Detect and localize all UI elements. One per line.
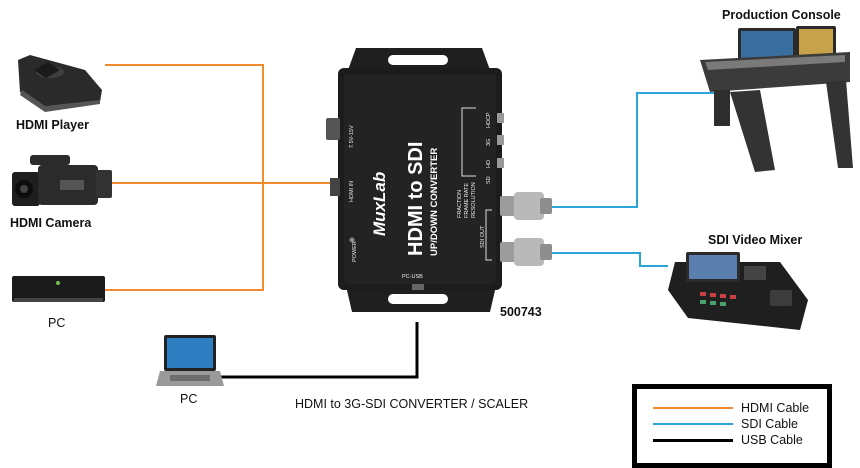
label-hdmi-camera: HDMI Camera <box>10 216 92 230</box>
converter-title: HDMI to SDI <box>405 142 427 256</box>
sdi-video-mixer-device <box>668 252 808 330</box>
converter-power-input: 7.5V-15V <box>349 125 355 148</box>
converter-setting-fraction: FRACTION <box>457 190 463 218</box>
legend-item-usb: USB Cable <box>653 433 803 447</box>
hdmi-cable-player <box>105 64 264 183</box>
converter-switch-hdcp: HDCP <box>486 112 492 128</box>
converter-device: MuxLab HDMI to SDI UP/DOWN CONVERTER 7.5… <box>326 48 552 312</box>
converter-led-power: POWER <box>352 241 358 262</box>
laptop-device <box>156 335 224 386</box>
converter-switch-hd: HD <box>486 160 492 168</box>
sdi-cable-console <box>550 92 725 208</box>
hdmi-player-device <box>18 55 102 112</box>
production-console-device <box>700 26 853 172</box>
converter-brand: MuxLab <box>370 172 389 236</box>
legend-label-hdmi: HDMI Cable <box>741 401 810 415</box>
label-sdi-video-mixer: SDI Video Mixer <box>708 233 803 247</box>
legend: HDMI Cable SDI Cable USB Cable <box>632 384 832 468</box>
converter-switch-sd: SD <box>486 176 492 184</box>
converter-subtitle: UP/DOWN CONVERTER <box>429 148 440 256</box>
label-pc-usb: PC <box>180 392 198 406</box>
diagram-caption: HDMI to 3G-SDI CONVERTER / SCALER <box>295 397 529 411</box>
hdmi-camera-device <box>12 155 112 206</box>
label-pc-source: PC <box>48 316 66 330</box>
label-hdmi-player: HDMI Player <box>16 118 89 132</box>
sdi-cables <box>550 92 725 267</box>
legend-swatch-usb <box>653 438 733 442</box>
legend-label-usb: USB Cable <box>741 433 803 447</box>
hdmi-cables <box>105 64 340 291</box>
model-number: 500743 <box>500 305 542 319</box>
converter-port-pc-usb: PC-USB <box>402 274 423 280</box>
legend-swatch-sdi <box>653 423 733 425</box>
converter-switch-3g: 3G <box>486 139 492 146</box>
legend-item-hdmi: HDMI Cable <box>653 401 809 415</box>
converter-setting-frame-rate: FRAME RATE <box>464 183 470 218</box>
hdmi-cable-pc <box>105 183 264 291</box>
label-production-console: Production Console <box>722 8 841 22</box>
converter-port-hdmi-in: HDMI IN <box>349 181 355 202</box>
legend-item-sdi: SDI Cable <box>653 417 798 431</box>
legend-label-sdi: SDI Cable <box>741 417 798 431</box>
pc-box-device <box>12 276 105 302</box>
converter-port-sdi-out: SDI OUT <box>480 225 486 248</box>
converter-setting-resolution: RESOLUTION <box>471 182 477 218</box>
sdi-cable-mixer <box>550 252 668 267</box>
usb-cable <box>220 322 419 379</box>
legend-swatch-hdmi <box>653 407 733 409</box>
